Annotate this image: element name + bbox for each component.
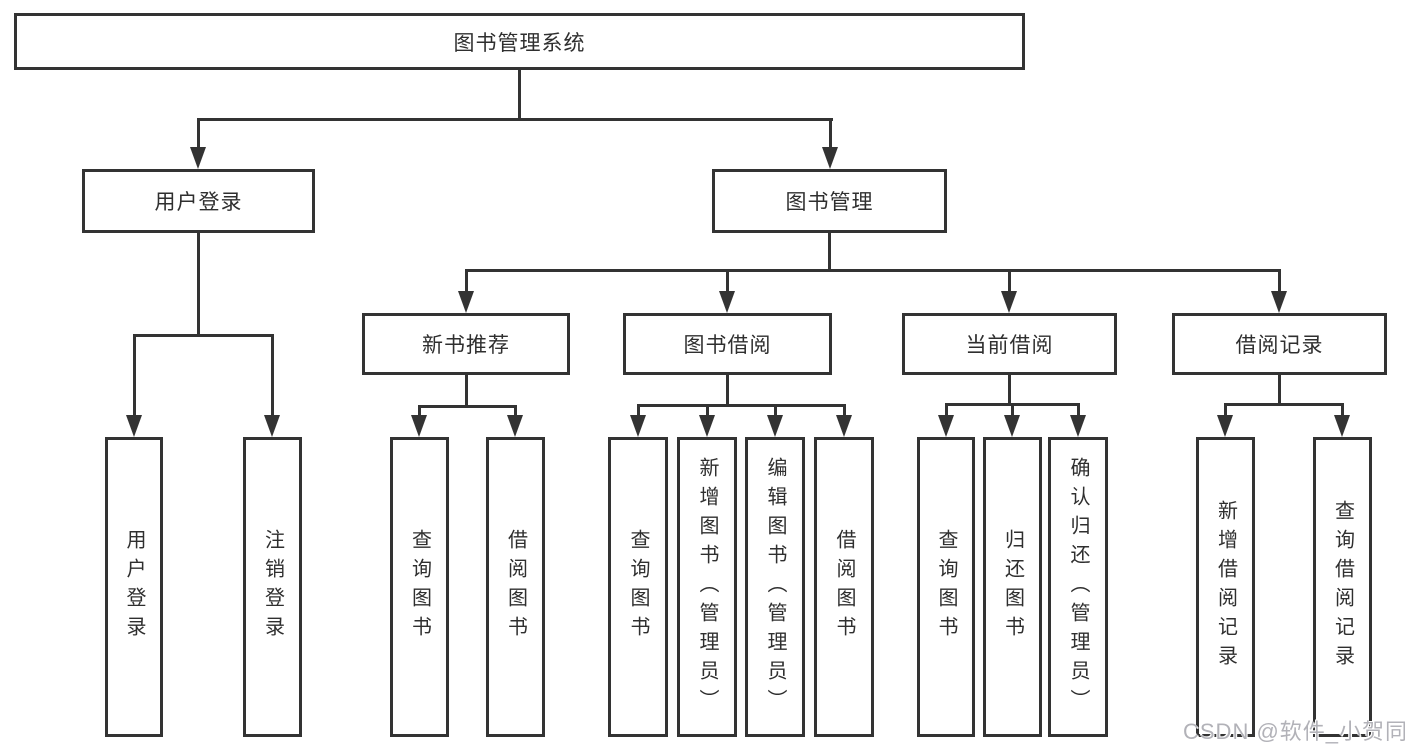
- arrow-shaft-br-query-record: [1341, 403, 1344, 417]
- user-login-branch-line: [133, 334, 274, 337]
- borrowing-records-stem-line: [1278, 375, 1281, 406]
- node-label: 查询图书: [935, 529, 957, 645]
- node-label: 新书推荐: [422, 334, 510, 357]
- node-label: 注销登录: [261, 529, 284, 645]
- new-book-recommendation-stem-line: [465, 375, 468, 408]
- arrow-head-br-query-record: [1334, 415, 1350, 437]
- node-cb-return-book: 归还图书: [983, 437, 1042, 737]
- csdn-watermark: CSDN @软件_小贺同学: [1183, 719, 1405, 744]
- node-label: 新增借阅记录: [1214, 500, 1237, 674]
- node-bb-borrow-books: 借阅图书: [814, 437, 874, 737]
- arrow-head-user-login: [190, 147, 206, 169]
- node-label: 图书借阅: [683, 334, 772, 357]
- node-br-add-record: 新增借阅记录: [1196, 437, 1255, 737]
- arrow-head-book-management: [822, 147, 838, 169]
- node-logout: 注销登录: [243, 437, 302, 737]
- node-label: 新增图书（管理员）: [696, 456, 718, 718]
- arrow-shaft-book-borrowing: [726, 269, 729, 293]
- arrow-shaft-cb-confirm-return: [1077, 403, 1080, 417]
- root-branch-line: [197, 118, 833, 121]
- arrow-head-borrowing-records: [1271, 291, 1287, 313]
- arrow-head-book-borrowing: [719, 291, 735, 313]
- node-label: 当前借阅: [965, 334, 1054, 357]
- arrow-shaft-nb-query-books: [418, 405, 421, 417]
- node-user-login-action: 用户登录: [105, 437, 163, 737]
- current-borrowing-stem-line: [1008, 375, 1011, 406]
- arrow-shaft-current-borrowing: [1008, 269, 1011, 293]
- node-bb-edit-book-admin: 编辑图书（管理员）: [745, 437, 805, 737]
- arrow-head-new-book-recommendation: [458, 291, 474, 313]
- arrow-head-bb-borrow-books: [836, 415, 852, 437]
- node-br-query-record: 查询借阅记录: [1313, 437, 1372, 737]
- arrow-head-bb-query-books: [630, 415, 646, 437]
- node-label: 查询借阅记录: [1331, 500, 1354, 674]
- arrow-shaft-new-book-recommendation: [465, 269, 468, 293]
- node-borrowing-records: 借阅记录: [1172, 313, 1387, 375]
- arrow-head-cb-return-book: [1004, 415, 1020, 437]
- node-nb-query-books: 查询图书: [390, 437, 449, 737]
- arrow-head-bb-add-book: [699, 415, 715, 437]
- node-bb-add-book-admin: 新增图书（管理员）: [677, 437, 737, 737]
- arrow-shaft-bb-add-book: [706, 404, 709, 417]
- node-label: 图书管理系统: [453, 31, 586, 55]
- arrow-shaft-cb-query-books: [945, 403, 948, 417]
- node-book-borrowing: 图书借阅: [623, 313, 832, 375]
- node-label: 借阅图书: [833, 529, 855, 645]
- arrow-shaft-user-login: [197, 118, 200, 150]
- node-label: 查询图书: [627, 529, 649, 645]
- node-label: 编辑图书（管理员）: [764, 456, 786, 718]
- arrow-shaft-cb-return-book: [1011, 403, 1014, 417]
- node-label: 归还图书: [1001, 529, 1024, 645]
- arrow-shaft-nb-borrow-books: [514, 405, 517, 417]
- book-borrowing-stem-line: [726, 375, 729, 407]
- arrow-shaft-bb-borrow-books: [843, 404, 846, 417]
- node-label: 用户登录: [154, 191, 243, 214]
- node-cb-query-books: 查询图书: [917, 437, 975, 737]
- node-label: 查询图书: [408, 529, 431, 645]
- node-book-management: 图书管理: [712, 169, 947, 233]
- arrow-head-user-login-action: [126, 415, 142, 437]
- arrow-shaft-logout: [271, 334, 274, 417]
- arrow-shaft-br-add-record: [1224, 403, 1227, 417]
- node-library-management-system: 图书管理系统: [14, 13, 1025, 70]
- node-nb-borrow-books: 借阅图书: [486, 437, 545, 737]
- node-label: 确认归还（管理员）: [1067, 456, 1089, 718]
- arrow-shaft-bb-query-books: [637, 404, 640, 417]
- node-bb-query-books: 查询图书: [608, 437, 668, 737]
- arrow-head-nb-query-books: [411, 415, 427, 437]
- arrow-head-br-add-record: [1217, 415, 1233, 437]
- root-stem-line: [518, 70, 521, 120]
- user-login-stem-line: [197, 233, 200, 336]
- node-user-login: 用户登录: [82, 169, 315, 233]
- arrow-head-current-borrowing: [1001, 291, 1017, 313]
- borrowing-records-branch-line: [1224, 403, 1344, 406]
- node-label: 用户登录: [123, 529, 145, 645]
- arrow-shaft-user-login-action: [133, 334, 136, 417]
- book-borrowing-branch-line: [637, 404, 845, 407]
- new-book-recommendation-branch-line: [418, 405, 517, 408]
- book-management-branch-line: [465, 269, 1281, 272]
- arrow-head-nb-borrow-books: [507, 415, 523, 437]
- book-management-stem-line: [828, 233, 831, 272]
- node-label: 借阅图书: [504, 529, 527, 645]
- arrow-head-cb-query-books: [938, 415, 954, 437]
- arrow-shaft-borrowing-records: [1278, 269, 1281, 293]
- arrow-head-bb-edit-book: [767, 415, 783, 437]
- arrow-head-logout: [264, 415, 280, 437]
- arrow-shaft-bb-edit-book: [774, 404, 777, 417]
- node-new-book-recommendation: 新书推荐: [362, 313, 570, 375]
- node-cb-confirm-return-admin: 确认归还（管理员）: [1048, 437, 1108, 737]
- node-label: 借阅记录: [1235, 334, 1324, 357]
- node-label: 图书管理: [785, 191, 874, 214]
- arrow-shaft-book-management: [829, 118, 832, 150]
- node-current-borrowing: 当前借阅: [902, 313, 1117, 375]
- arrow-head-cb-confirm-return: [1070, 415, 1086, 437]
